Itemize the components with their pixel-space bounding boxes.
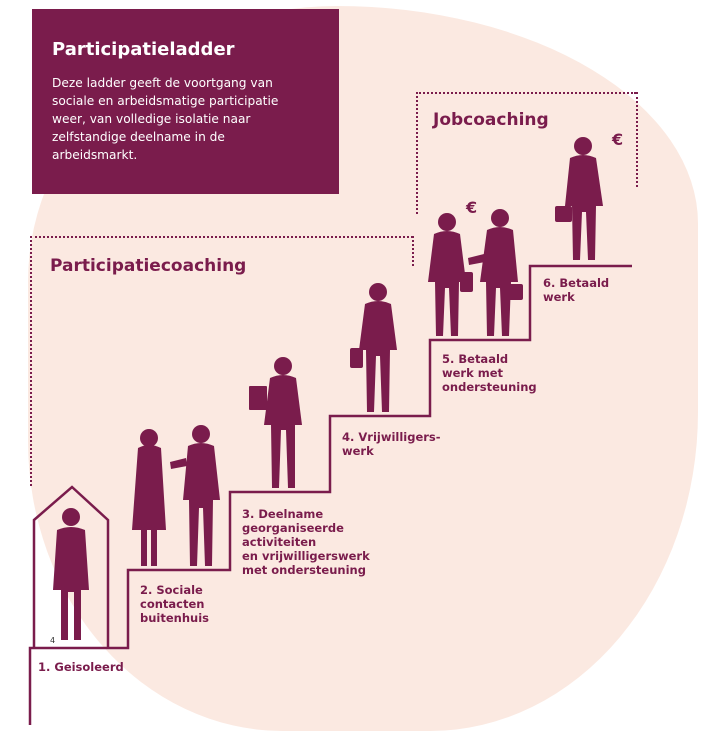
euro-icon: € [612, 130, 624, 149]
page-number: 4 [50, 636, 56, 645]
job-zone-left-border [416, 92, 418, 214]
intro-text: Deze ladder geeft de voortgang van socia… [52, 74, 321, 164]
participatie-zone-left-border [30, 236, 32, 486]
step-label-3: 3. Deelname georganiseerde activiteiten … [242, 507, 370, 577]
intro-line: zelfstandige deelname in de [52, 130, 225, 144]
person-man-icon [170, 425, 220, 566]
person-woman-icon [132, 429, 166, 566]
staircase-line [28, 264, 632, 725]
step-label-5: 5. Betaald werk met ondersteuning [442, 352, 537, 394]
step-label-2: 2. Sociale contacten buitenhuis [140, 583, 210, 625]
job-zone-top-border [416, 92, 636, 94]
person-isolated-icon [53, 508, 89, 640]
person-worker-man-icon [468, 209, 523, 336]
intro-box: Participatieladder Deze ladder geeft de … [32, 9, 339, 194]
step-label-1: 1. Geisoleerd [38, 660, 124, 674]
intro-line: weer, van volledige isolatie naar [52, 112, 251, 126]
participatie-zone-label: Participatiecoaching [50, 256, 247, 276]
person-worker-woman-icon [428, 213, 473, 336]
participatie-zone-top-border [30, 236, 413, 238]
step-label-6: 6. Betaald werk [543, 276, 610, 304]
intro-line: Deze ladder geeft de voortgang van [52, 76, 273, 90]
job-zone-right-border [636, 92, 638, 187]
house-outline [32, 485, 110, 648]
intro-line: sociale en arbeidsmatige participatie [52, 94, 279, 108]
job-zone-label: Jobcoaching [433, 110, 549, 130]
person-employee-icon [555, 137, 603, 260]
intro-line: arbeidsmarkt. [52, 148, 138, 162]
intro-title: Participatieladder [52, 39, 235, 60]
euro-icon: € [466, 198, 478, 217]
person-with-clipboard-icon [249, 357, 302, 488]
participatie-zone-right-border [412, 236, 414, 266]
person-volunteer-icon [350, 283, 397, 412]
step-label-4: 4. Vrijwilligers- werk [342, 430, 441, 458]
